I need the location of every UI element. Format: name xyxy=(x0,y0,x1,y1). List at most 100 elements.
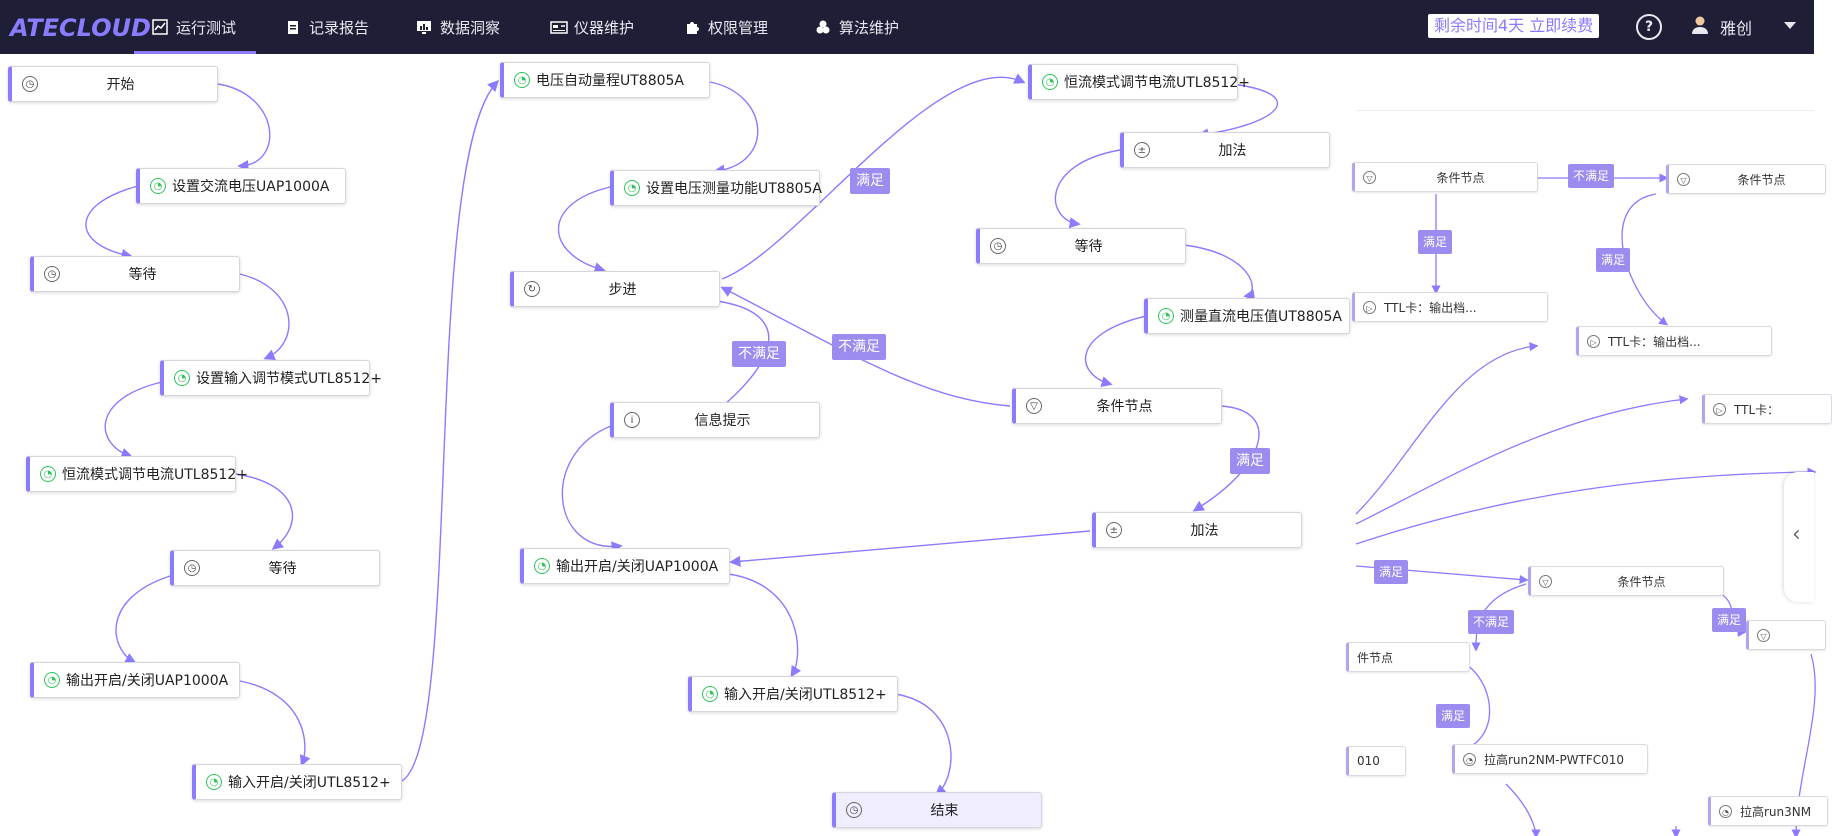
edge-label-satisfied[interactable]: 满足 xyxy=(1436,704,1471,728)
nav-data-insight[interactable]: 数据洞察 xyxy=(416,0,500,54)
edge-label-satisfied[interactable]: 满足 xyxy=(1418,230,1453,254)
gauge-icon: ◔ xyxy=(624,180,640,196)
edge-label-satisfied[interactable]: 满足 xyxy=(1596,248,1631,272)
instrument-icon xyxy=(550,19,568,35)
nav-label: 算法维护 xyxy=(839,18,900,37)
flow-node-output-onoff[interactable]: ◔ 输出开启/关闭UAP1000A xyxy=(520,548,730,584)
sub-node-ttl[interactable]: ▷ TTL卡： xyxy=(1702,394,1832,424)
edge-label-satisfied[interactable]: 满足 xyxy=(1712,608,1747,632)
nav-label: 记录报告 xyxy=(309,18,370,37)
edge-label-not-satisfied[interactable]: 不满足 xyxy=(832,334,886,360)
flow-node-output-onoff[interactable]: ◔ 输出开启/关闭UAP1000A xyxy=(30,662,240,698)
nav-label: 运行测试 xyxy=(176,18,237,37)
flow-canvas[interactable]: ◷ 开始 ◔ 设置交流电压UAP1000A ◷ 等待 ◔ 设置输入调节模式UTL… xyxy=(0,54,1814,836)
clock-icon: ◷ xyxy=(22,76,38,92)
flow-node-voltage-autorange[interactable]: ◔ 电压自动量程UT8805A xyxy=(500,62,710,98)
flow-node-input-onoff[interactable]: ◔ 输入开启/关闭UTL8512+ xyxy=(688,676,898,712)
flow-node-add[interactable]: ± 加法 xyxy=(1120,132,1330,168)
edge-label-not-satisfied[interactable]: 不满足 xyxy=(732,341,786,367)
clock-icon: ◷ xyxy=(184,560,200,576)
loop-icon: ↻ xyxy=(524,281,540,297)
chart-line-icon xyxy=(152,19,168,35)
chevron-down-icon[interactable] xyxy=(1784,22,1796,29)
gauge-icon: ◔ xyxy=(1158,308,1174,324)
flask-icon xyxy=(815,19,831,35)
gauge-icon: ◔ xyxy=(150,178,166,194)
gauge-icon: ◔ xyxy=(534,558,550,574)
flow-node-wait[interactable]: ◷ 等待 xyxy=(170,550,380,586)
sub-node-condition[interactable]: 件节点 xyxy=(1346,642,1470,672)
sub-node-pull-high[interactable]: ◔ 拉高run3NM xyxy=(1708,796,1828,826)
sub-node-condition[interactable]: ▽ 条件节点 xyxy=(1352,162,1538,192)
play-icon: ▷ xyxy=(1713,402,1726,416)
filter-icon: ▽ xyxy=(1677,172,1690,186)
flow-node-set-volt-func[interactable]: ◔ 设置电压测量功能UT8805A xyxy=(610,170,822,206)
filter-icon: ▽ xyxy=(1539,574,1552,588)
flow-node-wait[interactable]: ◷ 等待 xyxy=(30,256,240,292)
flow-node-add[interactable]: ± 加法 xyxy=(1092,512,1302,548)
sub-node-pull-high[interactable]: 010 xyxy=(1346,746,1406,776)
sub-node-condition[interactable]: ▽ xyxy=(1746,620,1826,650)
edge-label-satisfied[interactable]: 满足 xyxy=(1374,560,1409,584)
gauge-icon: ◔ xyxy=(1042,74,1058,90)
calculator-icon: ± xyxy=(1106,522,1122,538)
edge-label-not-satisfied[interactable]: 不满足 xyxy=(1468,610,1515,634)
gauge-icon: ◔ xyxy=(1463,752,1476,766)
app-logo[interactable]: ATECLOUD xyxy=(10,14,151,42)
edge-label-satisfied[interactable]: 满足 xyxy=(1230,448,1270,474)
flow-node-wait[interactable]: ◷ 等待 xyxy=(976,228,1186,264)
nav-instrument[interactable]: 仪器维护 xyxy=(550,0,634,54)
secondary-flow-canvas[interactable]: ▽ 条件节点 ▽ 条件节点 ▷ TTL卡：输出档... ▷ TTL卡：输出档..… xyxy=(1346,54,1832,836)
secondary-flow-edges xyxy=(1355,173,1817,836)
flow-node-info[interactable]: i 信息提示 xyxy=(610,402,820,438)
sub-node-ttl[interactable]: ▷ TTL卡：输出档... xyxy=(1352,292,1548,322)
help-icon[interactable]: ? xyxy=(1636,14,1662,40)
flow-node-cc-current[interactable]: ◔ 恒流模式调节电流UTL8512+ xyxy=(1028,64,1250,100)
gauge-icon: ◔ xyxy=(174,370,190,386)
filter-icon: ▽ xyxy=(1363,170,1376,184)
filter-icon: ▽ xyxy=(1757,628,1770,642)
edge-label-satisfied[interactable]: 满足 xyxy=(850,168,890,194)
nav-run-test[interactable]: 运行测试 xyxy=(133,0,257,54)
trial-renew-button[interactable]: 剩余时间4天 立即续费 xyxy=(1428,14,1600,38)
flow-node-measure-dc[interactable]: ◔ 测量直流电压值UT8805A xyxy=(1144,298,1350,334)
clock-icon: ◷ xyxy=(846,802,862,818)
nav-label: 数据洞察 xyxy=(440,18,501,37)
secondary-canvas-toolbar xyxy=(1356,54,1814,111)
nav-label: 仪器维护 xyxy=(574,18,635,37)
flow-node-input-onoff[interactable]: ◔ 输入开启/关闭UTL8512+ xyxy=(192,764,402,800)
flow-node-step[interactable]: ↻ 步进 xyxy=(510,271,720,307)
edge-label-not-satisfied[interactable]: 不满足 xyxy=(1568,164,1615,188)
play-icon: ▷ xyxy=(1363,300,1376,314)
sub-node-condition[interactable]: ▽ 条件节点 xyxy=(1528,566,1724,596)
gauge-icon: ◔ xyxy=(40,466,56,482)
info-icon: i xyxy=(624,412,640,428)
nav-label: 权限管理 xyxy=(708,18,769,37)
flow-node-cc-current[interactable]: ◔ 恒流模式调节电流UTL8512+ xyxy=(26,456,248,492)
gauge-icon: ◔ xyxy=(702,686,718,702)
flow-node-set-ac-voltage[interactable]: ◔ 设置交流电压UAP1000A xyxy=(136,168,346,204)
top-nav: ATECLOUD 运行测试 记录报告 数据洞察 仪器维护 权限管理 算法维护 xyxy=(0,0,1814,54)
sub-node-condition[interactable]: ▽ 条件节点 xyxy=(1666,164,1826,194)
nav-record-report[interactable]: 记录报告 xyxy=(285,0,369,54)
panel-collapse-toggle[interactable]: ‹ xyxy=(1784,472,1814,602)
flow-node-end[interactable]: ◷ 结束 xyxy=(832,792,1042,828)
puzzle-icon xyxy=(684,19,700,35)
gauge-icon: ◔ xyxy=(514,72,530,88)
flow-node-start[interactable]: ◷ 开始 xyxy=(8,66,218,102)
gauge-icon: ◔ xyxy=(44,672,60,688)
flow-node-set-input-mode[interactable]: ◔ 设置输入调节模式UTL8512+ xyxy=(160,360,382,396)
flow-node-condition[interactable]: ▽ 条件节点 xyxy=(1012,388,1222,424)
nav-algorithm[interactable]: 算法维护 xyxy=(815,0,899,54)
play-icon: ▷ xyxy=(1587,334,1600,348)
sub-node-ttl[interactable]: ▷ TTL卡：输出档... xyxy=(1576,326,1772,356)
gauge-icon: ◔ xyxy=(206,774,222,790)
monitor-chart-icon xyxy=(416,19,432,35)
nav-permission[interactable]: 权限管理 xyxy=(684,0,768,54)
calculator-icon: ± xyxy=(1134,142,1150,158)
clock-icon: ◷ xyxy=(990,238,1006,254)
user-avatar-icon[interactable] xyxy=(1690,15,1710,35)
sub-node-pull-high[interactable]: ◔ 拉高run2NM-PWTFC010 xyxy=(1452,744,1648,774)
clock-icon: ◷ xyxy=(44,266,60,282)
user-name[interactable]: 雅创 xyxy=(1720,19,1753,38)
